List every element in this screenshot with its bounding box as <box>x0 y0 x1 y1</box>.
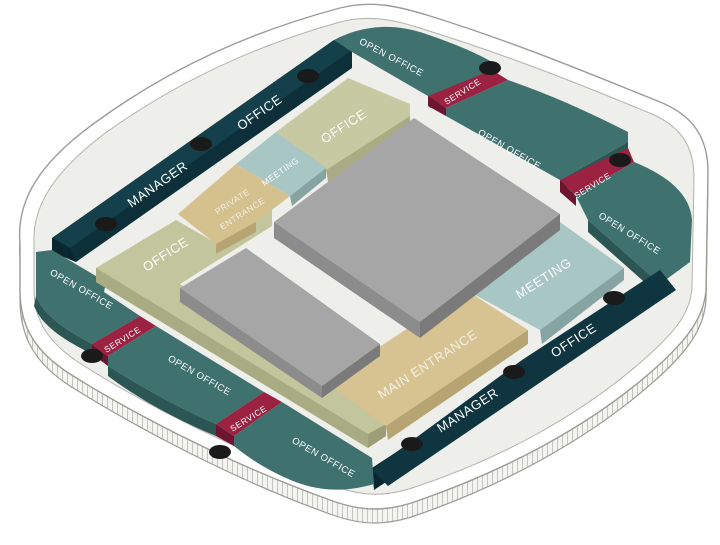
column <box>81 349 103 363</box>
columns <box>81 61 631 459</box>
meeting-large <box>466 222 624 344</box>
office-top <box>276 78 410 182</box>
column <box>209 445 231 459</box>
open-office-bottom <box>234 402 374 490</box>
main-entrance <box>326 290 528 440</box>
column <box>95 217 117 231</box>
private-entrance <box>178 164 290 254</box>
meeting-small <box>236 132 326 206</box>
open-office-bottom-left <box>108 326 264 436</box>
column <box>297 69 319 83</box>
column <box>401 437 423 451</box>
service-top <box>428 70 508 116</box>
open-office-right-lower <box>576 162 692 296</box>
column <box>503 365 525 379</box>
manager-office-bottom <box>372 270 676 490</box>
open-office-left <box>34 250 140 354</box>
core-block-large <box>274 118 560 338</box>
service-bottom <box>216 392 282 446</box>
column <box>603 291 625 305</box>
column <box>190 137 212 151</box>
column <box>609 153 631 167</box>
core-block-small <box>180 248 380 398</box>
column <box>479 61 501 75</box>
